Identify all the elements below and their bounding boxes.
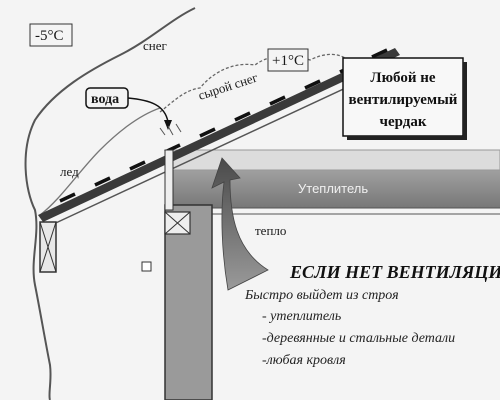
attic-box-shadow <box>463 62 467 140</box>
small-square <box>141 261 152 272</box>
warning-subtitle: Быстро выйдет из строя <box>244 288 399 303</box>
temp-roof-frame <box>267 48 309 72</box>
wall <box>164 204 213 400</box>
warning-title: ЕСЛИ НЕТ ВЕНТИЛЯЦИИ <box>289 262 500 282</box>
attic-box-line-2: вентилируемый <box>349 92 458 108</box>
wet-snow-outline <box>159 53 346 113</box>
water-arrow-head <box>164 120 172 130</box>
ice-outline <box>39 107 161 216</box>
water-drips <box>159 123 182 136</box>
label-ice: лед <box>60 164 79 179</box>
roof-underside <box>44 64 396 229</box>
label-temp-outside: -5°C <box>35 28 64 44</box>
heat-arrow <box>211 157 269 291</box>
wall-vertical-post <box>164 149 174 211</box>
label-heat: тепло <box>255 223 286 238</box>
snow-outline <box>24 7 196 400</box>
label-insulation: Утеплитель <box>298 181 368 196</box>
label-water: вода <box>91 92 119 107</box>
temp-outside-frame <box>29 23 73 47</box>
attic-box-line-3: чердак <box>380 114 427 130</box>
attic-box-line-1: Любой не <box>370 70 435 86</box>
water-label-frame <box>85 87 129 109</box>
water-arrow <box>127 97 169 123</box>
ceiling-top-board <box>164 149 500 171</box>
eave-post-cross-b <box>39 221 57 273</box>
warning-item-2: -деревянные и стальные детали <box>262 331 455 346</box>
beam-cross-b <box>164 211 191 235</box>
warning-item-1: - утеплитель <box>262 309 341 324</box>
warning-item-3: -любая кровля <box>262 353 346 368</box>
roof-slope <box>38 48 400 222</box>
label-snow: снег <box>143 38 167 53</box>
label-wet-snow: сырой снег <box>196 70 259 103</box>
attic-box-shadow-bottom <box>347 136 467 140</box>
label-temp-roof: +1°C <box>272 53 304 69</box>
